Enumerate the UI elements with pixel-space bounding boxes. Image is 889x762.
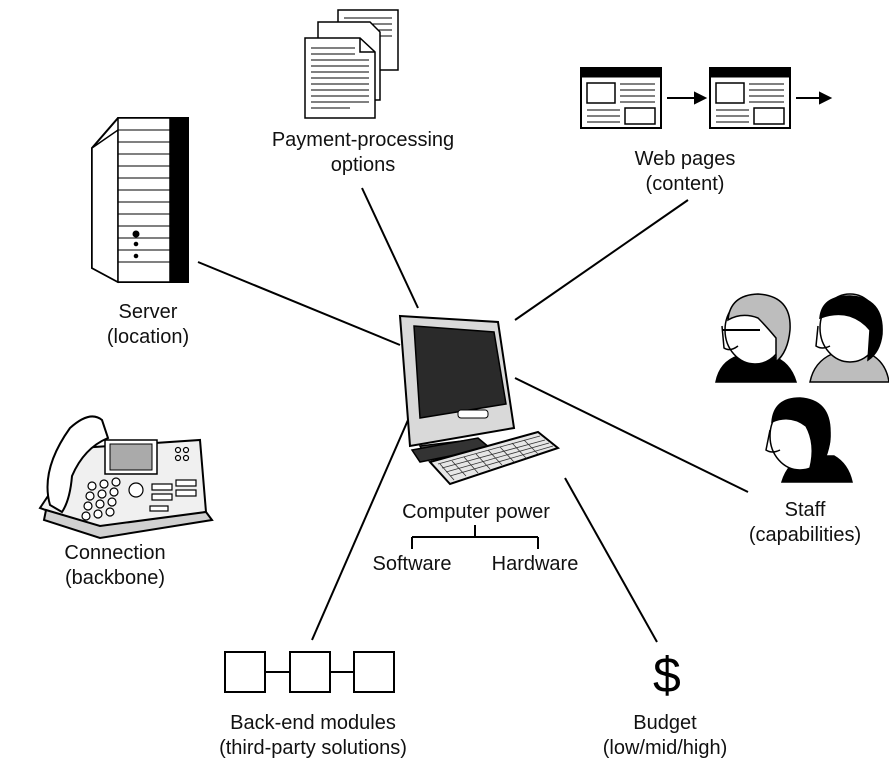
connector-staff (514, 377, 749, 493)
person-2-icon (809, 293, 889, 383)
connector-webpages (514, 199, 689, 321)
label-server: Server (location) (88, 300, 208, 350)
documents-icon (304, 9, 399, 119)
label-staff: Staff (capabilities) (735, 498, 875, 548)
module-box-3 (353, 651, 395, 693)
label-server-line2: (location) (106, 326, 190, 348)
label-software: Software (362, 552, 462, 577)
staff-icon (715, 293, 889, 483)
label-backend-line2: (third-party solutions) (219, 737, 407, 759)
label-payment-line2: options (330, 154, 396, 176)
module-box-2 (289, 651, 331, 693)
label-computer-power: Computer power (396, 500, 556, 525)
label-hardware: Hardware (483, 552, 587, 577)
label-payment-line1: Payment-processing (271, 129, 455, 151)
label-connection-line1: Connection (64, 542, 166, 564)
label-connection: Connection (backbone) (50, 541, 180, 591)
label-server-line1: Server (118, 301, 178, 323)
label-software-text: Software (372, 553, 452, 575)
connector-payment (361, 187, 419, 309)
person-3-icon (765, 397, 853, 483)
connector-server (197, 261, 401, 346)
dollar-icon: $ (653, 647, 681, 703)
label-computer-power-text: Computer power (402, 501, 550, 523)
label-budget-line2: (low/mid/high) (602, 737, 728, 759)
module-box-1 (224, 651, 266, 693)
label-webpages-line1: Web pages (634, 148, 736, 170)
phone-icon (38, 415, 214, 540)
connector-lines (197, 187, 749, 643)
label-budget: Budget (low/mid/high) (590, 711, 740, 761)
label-webpages-line2: (content) (645, 173, 725, 195)
webpages-icon (580, 67, 833, 129)
webpage-2 (709, 67, 791, 129)
person-1-icon (715, 293, 798, 383)
label-backend-line1: Back-end modules (230, 712, 396, 734)
arrow-icon (667, 91, 833, 105)
label-staff-line1: Staff (784, 499, 826, 521)
computer-icon (398, 314, 561, 486)
label-staff-line2: (capabilities) (748, 524, 862, 546)
keyboard-icon (428, 430, 561, 486)
label-payment: Payment-processing options (258, 128, 468, 178)
label-hardware-text: Hardware (491, 553, 579, 575)
connector-backend (311, 419, 409, 641)
label-backend: Back-end modules (third-party solutions) (198, 711, 428, 761)
connector-budget (564, 477, 658, 643)
webpage-1 (580, 67, 662, 129)
label-connection-line2: (backbone) (64, 567, 166, 589)
label-webpages: Web pages (content) (610, 147, 760, 197)
label-budget-line1: Budget (633, 712, 697, 734)
server-icon (91, 117, 189, 284)
modules-icon (224, 651, 395, 693)
